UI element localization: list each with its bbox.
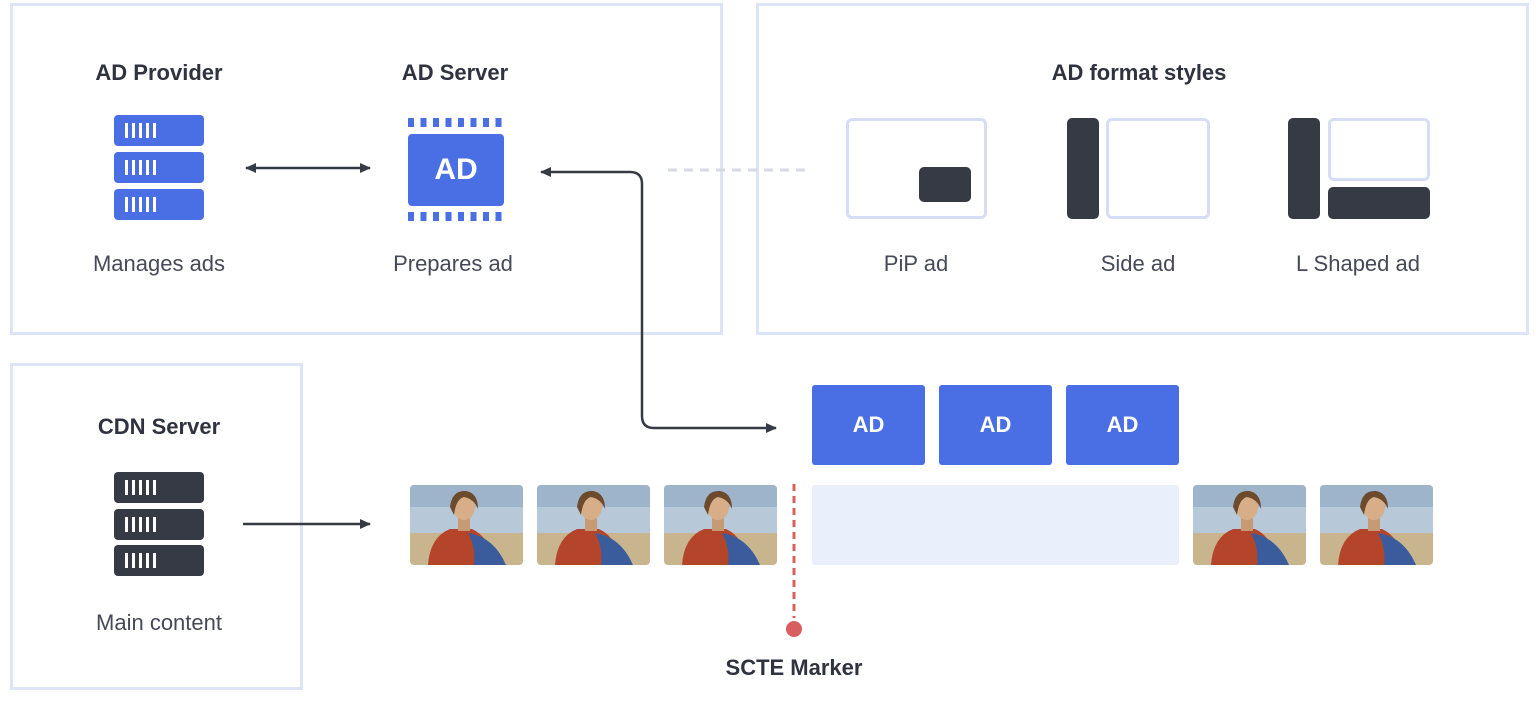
content-frame xyxy=(537,485,650,565)
ad-server-title: AD Server xyxy=(401,60,509,85)
ad-block: AD xyxy=(1066,385,1179,465)
cdn-title: CDN Server xyxy=(97,414,221,439)
pip-ad-label: PiP ad xyxy=(883,251,949,276)
ad-provider-caption: Manages ads xyxy=(92,251,226,276)
ad-server-caption: Prepares ad xyxy=(393,251,513,276)
content-frame xyxy=(1193,485,1306,565)
content-frame xyxy=(410,485,523,565)
ad-block: AD xyxy=(939,385,1052,465)
l-shaped-ad-label: L Shaped ad xyxy=(1296,251,1420,276)
scte-marker-label: SCTE Marker xyxy=(725,655,863,680)
cdn-caption: Main content xyxy=(96,610,222,635)
scte-marker-dot xyxy=(786,621,802,637)
side-ad-label: Side ad xyxy=(1100,251,1176,276)
ad-block: AD xyxy=(812,385,925,465)
server-ads-arrow xyxy=(540,167,777,433)
chip-label: AD xyxy=(408,134,504,206)
formats-title: AD format styles xyxy=(1051,60,1227,85)
content-frame xyxy=(1320,485,1433,565)
ad-provider-title: AD Provider xyxy=(95,60,223,85)
cdn-panel xyxy=(10,363,303,690)
ad-insertion-slot xyxy=(812,485,1179,565)
content-frame xyxy=(664,485,777,565)
